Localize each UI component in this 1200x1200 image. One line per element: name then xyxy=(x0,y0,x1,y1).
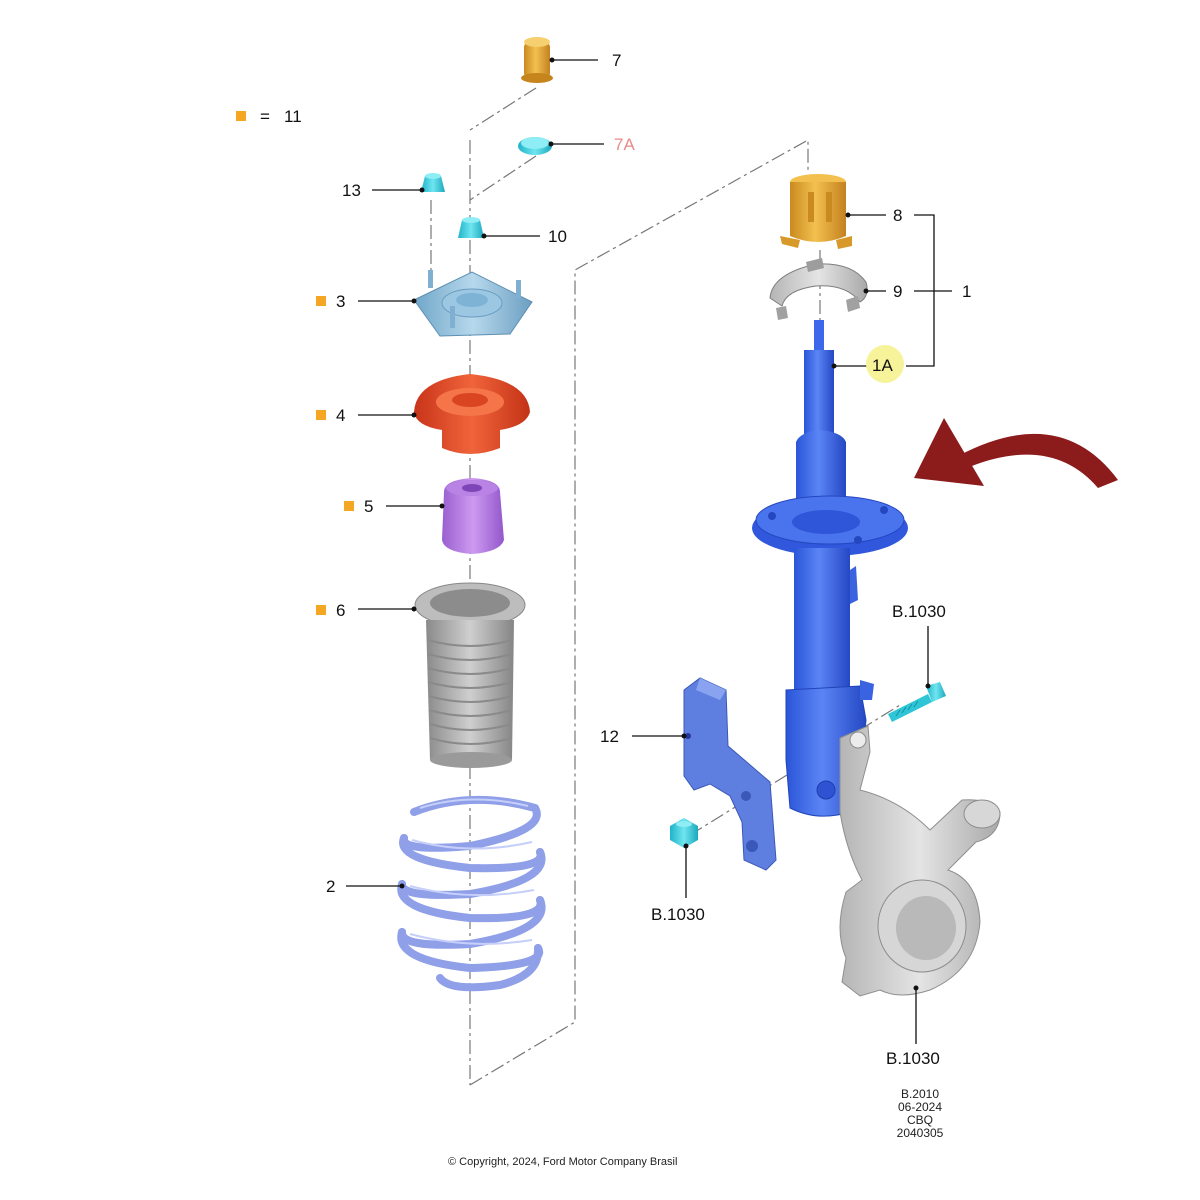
callout-5: 5 xyxy=(364,497,374,516)
flange-nut-icon xyxy=(670,818,698,848)
info-line-3: CBQ xyxy=(906,1113,933,1127)
dust-cap-icon xyxy=(521,37,553,83)
marker-square-6 xyxy=(316,605,326,615)
spring-seat-icon xyxy=(414,374,530,454)
callout-1a: 1A xyxy=(872,356,893,375)
callout-b1030-bottom: B.1030 xyxy=(886,1049,940,1068)
drawing-info-block: B.2010 06-2024 CBQ 2040305 xyxy=(858,1088,982,1140)
callout-10: 10 xyxy=(548,227,567,246)
marker-square-5 xyxy=(344,501,354,511)
callout-b1030-left: B.1030 xyxy=(651,905,705,924)
coil-spring-icon xyxy=(397,795,546,992)
callout-8: 8 xyxy=(893,206,903,225)
callout-1: 1 xyxy=(962,282,972,301)
pointer-arrow-icon xyxy=(914,418,1118,488)
callout-13: 13 xyxy=(342,181,361,200)
rubber-cap-icon xyxy=(518,137,552,155)
bump-stop-icon xyxy=(442,478,504,554)
legend-square-icon xyxy=(236,111,246,121)
top-nut-icon xyxy=(458,217,484,238)
marker-square-4 xyxy=(316,410,326,420)
stud-nut-icon xyxy=(421,173,445,192)
callout-7: 7 xyxy=(612,51,622,70)
callout-6: 6 xyxy=(336,601,346,620)
copyright-notice: © Copyright, 2024, Ford Motor Company Br… xyxy=(448,1156,678,1168)
strut-icon xyxy=(752,320,908,817)
info-line-2: 06-2024 xyxy=(897,1100,943,1114)
marker-square-3 xyxy=(316,296,326,306)
callout-2: 2 xyxy=(326,877,336,896)
callout-3: 3 xyxy=(336,292,346,311)
legend-value: 11 xyxy=(284,107,302,126)
callout-b1030-top: B.1030 xyxy=(892,602,946,621)
callout-4: 4 xyxy=(336,406,346,425)
callout-12: 12 xyxy=(600,727,619,746)
info-line-4: 2040305 xyxy=(896,1126,944,1140)
callout-7a: 7A xyxy=(614,135,635,154)
info-line-1: B.2010 xyxy=(900,1087,940,1101)
bracket-icon xyxy=(683,677,777,871)
callout-9: 9 xyxy=(893,282,903,301)
leader-dots xyxy=(399,57,931,991)
bolt-icon xyxy=(888,682,946,722)
dust-boot-icon xyxy=(414,582,526,768)
bearing-plate-icon xyxy=(769,258,868,320)
top-mount-icon xyxy=(413,270,533,337)
leader-lines xyxy=(346,59,952,1044)
callout-1a-highlight xyxy=(866,345,904,383)
knuckle-icon xyxy=(839,725,1001,997)
bump-stop-cover-icon xyxy=(780,174,852,249)
legend-equals: = xyxy=(260,107,270,126)
